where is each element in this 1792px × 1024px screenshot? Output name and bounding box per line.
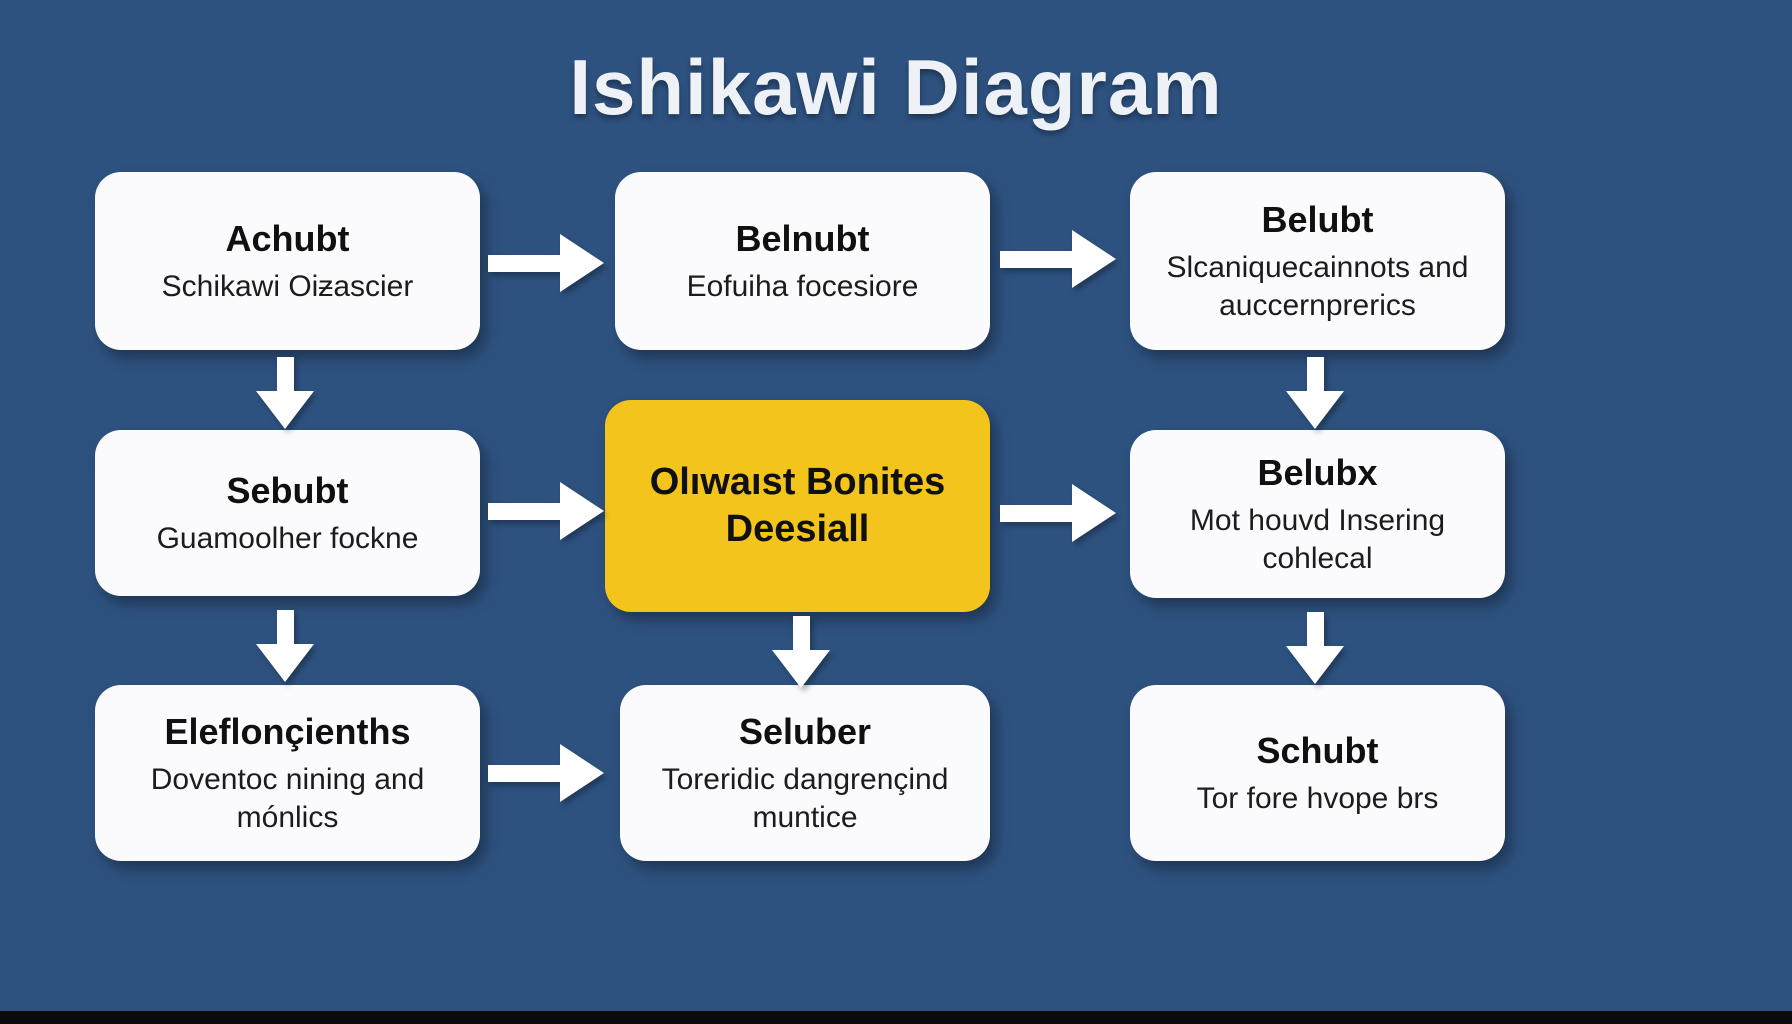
arrow-down-icon [256,610,314,682]
diagram-box-bottom-right: Schubt Tor fore hvope brs [1130,685,1505,861]
arrow-right-icon [1000,484,1116,542]
arrow-down-icon [1286,612,1344,684]
box-title: Achubt [225,217,350,259]
diagram-box-mid-left: Sebubt Guamoolher fockne [95,430,480,596]
diagram-box-bottom-left: Eleflonçienths Doventoc nining and mónli… [95,685,480,861]
diagram-box-top-center: Belnubt Eofuiha focesiore [615,172,990,350]
box-title: Belubt [1261,198,1374,240]
box-title: Eleflonçienths [164,710,411,752]
arrow-right-icon [488,234,604,292]
box-title: Seluber [738,710,872,752]
box-subtitle: Toreridic dangrençind muntice [661,763,949,834]
box-title: Olıwaıst Bonites Deesiall [649,460,946,551]
arrow-right-icon [488,482,604,540]
arrow-down-icon [256,357,314,429]
diagram-box-mid-right: Belubx Mot houvd Insering cohlecal [1130,430,1505,598]
diagram-box-bottom-center: Seluber Toreridic dangrençind muntice [620,685,990,861]
box-subtitle: Eofuiha focesiore [686,269,919,303]
box-title: Schubt [1256,729,1379,771]
page-title: Ishikawi Diagram [569,43,1223,131]
box-subtitle: Slcaniquecainnots and auccernprerics [1166,251,1469,322]
box-title: Belnubt [735,217,870,259]
box-subtitle: Tor fore hvope brs [1196,781,1439,815]
arrow-right-icon [488,744,604,802]
box-subtitle: Schikawi Oiƶascier [161,269,414,303]
box-subtitle: Guamoolher fockne [156,521,419,555]
arrow-down-icon [772,616,830,688]
diagram-box-center-highlight: Olıwaıst Bonites Deesiall [605,400,990,612]
diagram-box-top-right: Belubt Slcaniquecainnots and auccernprer… [1130,172,1505,350]
bottom-bar [0,1011,1792,1024]
box-title: Sebubt [226,469,349,511]
box-subtitle: Doventoc nining and mónlics [150,763,425,834]
arrow-down-icon [1286,357,1344,429]
box-title: Belubx [1257,451,1378,493]
arrow-right-icon [1000,230,1116,288]
box-subtitle: Mot houvd Insering cohlecal [1189,504,1446,575]
diagram-box-top-left: Achubt Schikawi Oiƶascier [95,172,480,350]
